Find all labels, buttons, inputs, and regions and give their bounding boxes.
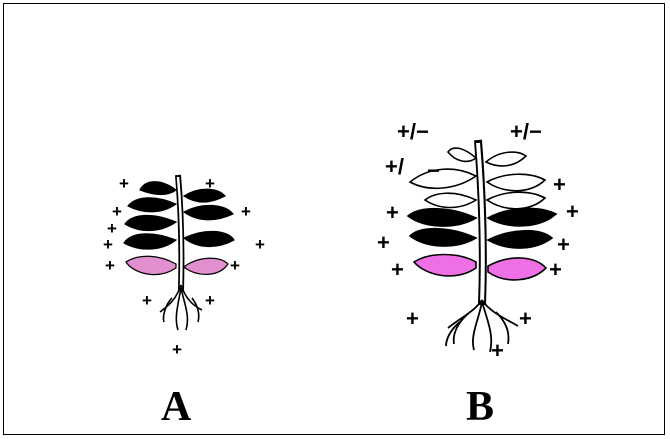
plant-a-mark: + (103, 236, 113, 253)
plant-b-mark: +/− (397, 121, 429, 143)
plant-b-leaf-white-r2 (487, 174, 545, 191)
panel-a-label: A (161, 386, 191, 428)
plant-b-leaf-dark-l1 (408, 209, 476, 226)
plant-a-leaf-dark-r2 (184, 205, 233, 219)
plant-a-mark: + (205, 292, 215, 309)
plant-b-leaf-white-l3 (425, 193, 476, 207)
plant-b-mark: − (427, 160, 440, 182)
plant-a-mark: + (112, 203, 122, 220)
plant-b-mark: +/− (510, 121, 542, 143)
plant-b-mark: +/ (385, 156, 404, 178)
plant-b-leaf-white-l2 (410, 169, 476, 188)
panel-b-label: B (466, 386, 494, 428)
plant-a-roots (160, 285, 202, 330)
plant-b-leaf-white-r3 (487, 192, 545, 209)
plant-b-mark: + (377, 232, 390, 254)
plant-b-mark: + (406, 308, 419, 330)
plant-b-mark: + (566, 201, 579, 223)
plant-b-leaf-white-l1 (448, 148, 476, 161)
plant-b-mark: + (549, 259, 562, 281)
plant-b-leaf-dark-r2 (488, 231, 552, 248)
plant-a-leaf-pink-l (126, 256, 176, 274)
plant-b-mark: + (386, 202, 399, 224)
plant-b-leaf-pink-r (488, 258, 546, 280)
plant-a-mark: + (241, 203, 251, 220)
plant-b-roots (446, 300, 518, 352)
plant-a-mark: + (172, 341, 182, 358)
plant-a-mark: + (119, 175, 129, 192)
plant-a-mark: + (230, 257, 240, 274)
plant-b-leaf-pink-l (414, 255, 476, 276)
plant-b-mark: + (519, 308, 532, 330)
plant-a-icon (124, 175, 234, 330)
plant-b-mark: + (391, 259, 404, 281)
plant-b-mark: + (557, 234, 570, 256)
plant-b-mark: + (553, 174, 566, 196)
plant-a-mark: + (205, 175, 215, 192)
plant-a-leaf-dark-l4 (124, 234, 176, 249)
plant-a-mark: + (255, 236, 265, 253)
plant-a-mark: + (105, 257, 115, 274)
plant-b-leaf-dark-l2 (410, 229, 476, 246)
plant-a-leaf-dark-l2 (128, 198, 176, 212)
plant-a-mark: + (142, 292, 152, 309)
plant-b-leaf-white-r1 (486, 152, 526, 166)
plant-a-leaf-dark-l3 (125, 215, 176, 230)
plant-a-leaf-dark-l1 (140, 182, 176, 195)
plant-b-leaf-dark-r1 (488, 208, 556, 225)
plant-b-mark: + (491, 340, 504, 362)
plant-a-leaf-dark-r3 (184, 231, 234, 246)
plant-a-leaf-pink-r (185, 258, 228, 274)
